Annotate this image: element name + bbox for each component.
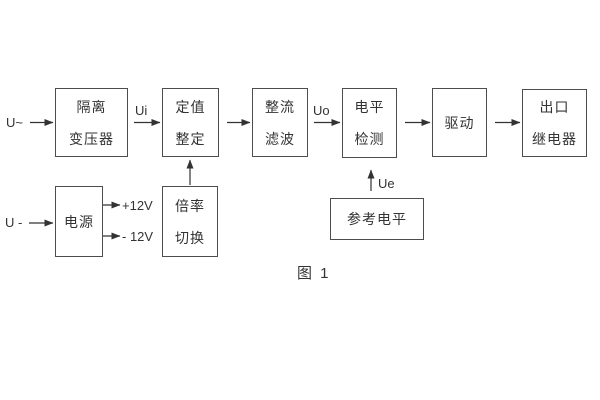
block-label: 隔离 xyxy=(76,98,107,115)
block-label: 变压器 xyxy=(69,130,114,147)
block-setting-adjustment: 定值 整定 xyxy=(162,88,219,157)
block-ratio-switch: 倍率 切换 xyxy=(162,186,218,257)
block-label: 滤波 xyxy=(265,130,295,147)
block-label: 继电器 xyxy=(532,131,577,147)
label-plus-12v: +12V xyxy=(122,198,153,213)
block-label: 驱动 xyxy=(444,114,475,131)
label-ue: Ue xyxy=(378,176,395,191)
block-isolation-transformer: 隔离 变压器 xyxy=(55,88,128,157)
label-dc-input: U - xyxy=(5,215,23,230)
block-label: 定值 xyxy=(175,98,206,115)
figure-caption: 图 1 xyxy=(297,265,331,282)
block-label: 倍率 xyxy=(175,197,205,214)
block-reference-level: 参考电平 xyxy=(330,198,424,240)
block-label: 检测 xyxy=(354,131,385,147)
label-uo: Uo xyxy=(313,103,330,118)
block-label: 整定 xyxy=(175,130,206,147)
block-label: 参考电平 xyxy=(347,211,407,227)
block-label: 电源 xyxy=(64,213,94,230)
block-label: 整流 xyxy=(265,98,295,115)
block-rectifier-filter: 整流 滤波 xyxy=(252,88,308,157)
block-label: 出口 xyxy=(539,99,570,115)
label-ac-input: U~ xyxy=(6,115,23,130)
label-minus-12v: - 12V xyxy=(122,229,154,244)
block-driver: 驱动 xyxy=(432,88,487,157)
block-output-relay: 出口 继电器 xyxy=(522,89,587,157)
block-label: 切换 xyxy=(175,229,205,246)
block-power-supply: 电源 xyxy=(55,186,103,257)
label-ui: Ui xyxy=(135,103,148,118)
block-level-detection: 电平 检测 xyxy=(342,88,397,158)
block-label: 电平 xyxy=(354,99,385,115)
